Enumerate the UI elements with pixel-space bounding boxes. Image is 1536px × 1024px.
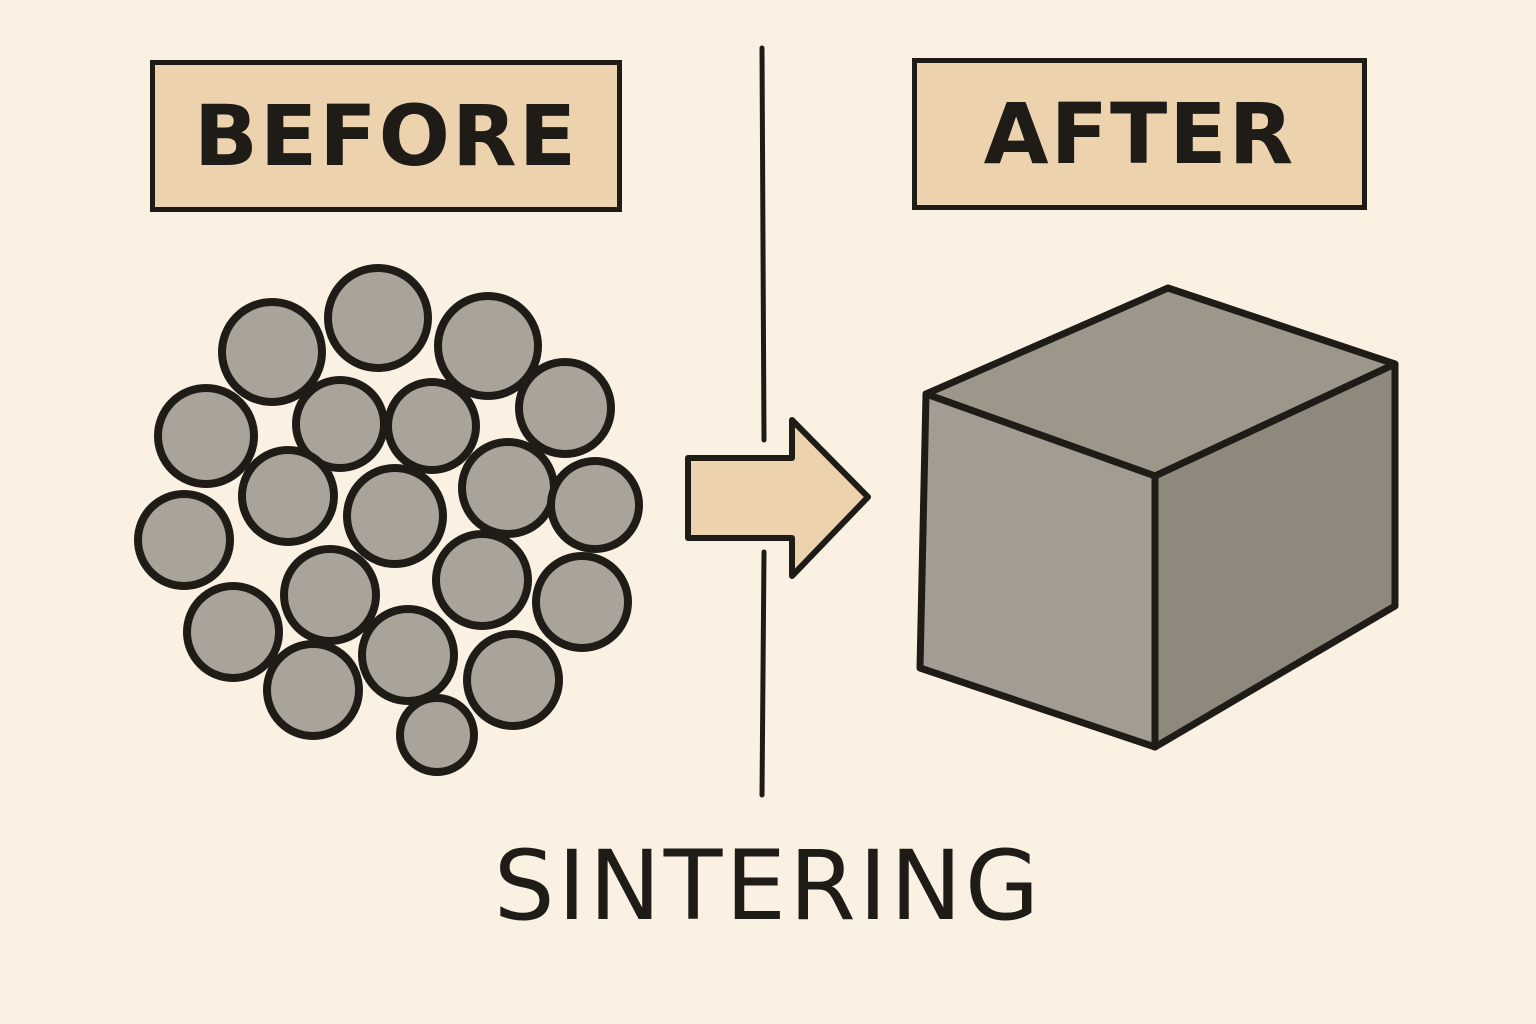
cube-side-face xyxy=(1151,360,1399,751)
right-arrow-icon xyxy=(685,417,871,579)
particle xyxy=(358,605,458,705)
before-label: BEFORE xyxy=(150,60,622,212)
particle xyxy=(263,640,363,740)
particle xyxy=(280,545,380,645)
particle xyxy=(218,298,326,406)
powder-particles xyxy=(134,264,643,776)
after-label: AFTER xyxy=(912,58,1367,210)
particle xyxy=(396,694,478,776)
divider-bottom xyxy=(759,549,767,798)
particle xyxy=(432,530,532,630)
particle xyxy=(463,630,563,730)
particle xyxy=(183,582,283,682)
divider-top xyxy=(759,45,767,443)
particle xyxy=(238,446,338,546)
particle xyxy=(458,438,558,538)
particle xyxy=(434,292,542,400)
particle xyxy=(515,358,615,458)
particle xyxy=(324,264,432,372)
particle xyxy=(343,464,447,568)
particle xyxy=(134,490,234,590)
solid-cube xyxy=(916,284,1399,751)
particle xyxy=(532,552,632,652)
process-caption: SINTERING xyxy=(493,830,1043,942)
particle xyxy=(384,378,480,474)
particle xyxy=(292,376,388,472)
particle xyxy=(547,457,643,553)
particle xyxy=(154,384,258,488)
